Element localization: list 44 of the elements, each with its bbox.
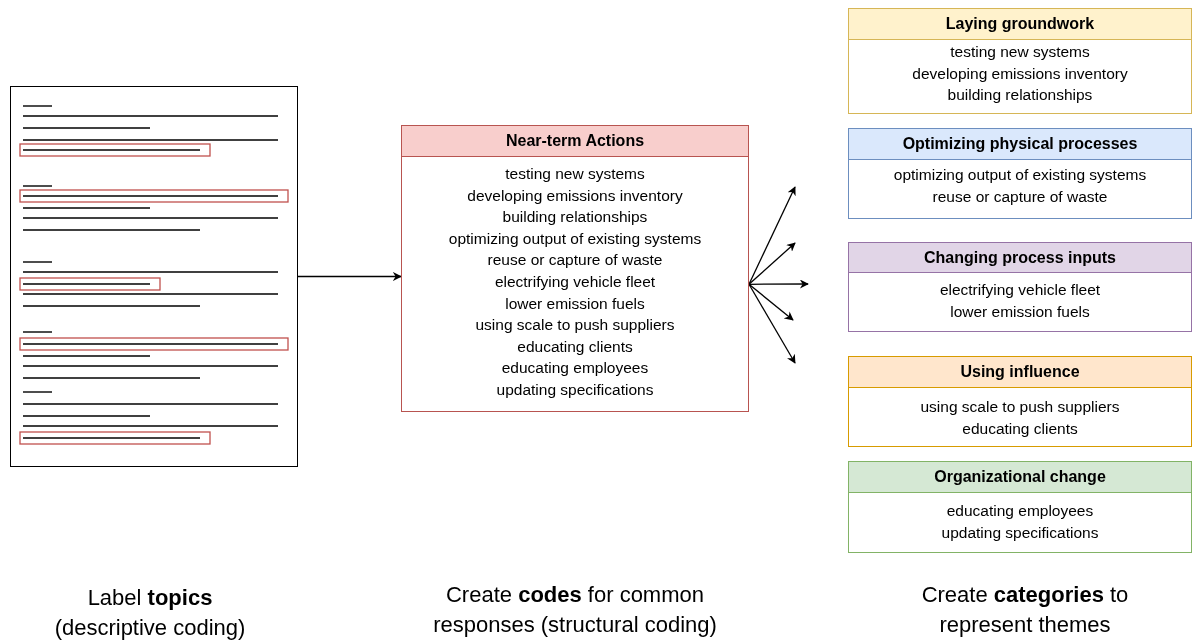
box-heading: Organizational change bbox=[849, 462, 1191, 493]
category-box bbox=[848, 8, 1192, 114]
list-item: lower emission fuels bbox=[505, 293, 645, 314]
codes-box bbox=[401, 125, 749, 412]
list-item: educating clients bbox=[962, 418, 1078, 439]
arrow bbox=[748, 242, 796, 285]
list-item: testing new systems bbox=[950, 42, 1090, 62]
category-box bbox=[848, 128, 1192, 219]
list-item: building relationships bbox=[502, 207, 648, 228]
list-item: educating employees bbox=[501, 358, 649, 379]
step-caption: Create categories to represent themes bbox=[920, 581, 1130, 639]
list-item: developing emissions inventory bbox=[912, 63, 1128, 84]
list-item: educating clients bbox=[517, 336, 633, 357]
arrow bbox=[297, 272, 402, 281]
list-item: testing new systems bbox=[505, 164, 645, 184]
list-item: optimizing output of existing systems bbox=[448, 228, 702, 249]
box-heading: Laying groundwork bbox=[849, 9, 1191, 40]
list-item: building relationships bbox=[947, 85, 1093, 106]
box-heading: Changing process inputs bbox=[849, 243, 1191, 273]
list-item: electrifying vehicle fleet bbox=[494, 271, 656, 292]
category-box bbox=[848, 461, 1192, 553]
list-item: developing emissions inventory bbox=[467, 185, 683, 206]
box-heading: Using influence bbox=[849, 357, 1191, 388]
arrow bbox=[748, 186, 796, 285]
arrow bbox=[748, 279, 809, 289]
list-item: reuse or capture of waste bbox=[932, 186, 1108, 207]
step-caption: Create codes for common responses (structural coding) bbox=[432, 581, 718, 639]
arrow bbox=[748, 283, 794, 321]
category-box bbox=[848, 356, 1192, 447]
step-caption: Label topics (descriptive coding) bbox=[53, 584, 247, 642]
list-item: updating specifications bbox=[941, 522, 1099, 543]
list-item: educating employees bbox=[946, 501, 1094, 521]
box-heading: Optimizing physical processes bbox=[849, 129, 1191, 160]
arrow bbox=[748, 283, 796, 364]
list-item: optimizing output of existing systems bbox=[893, 165, 1147, 185]
list-item: reuse or capture of waste bbox=[487, 250, 663, 271]
box-heading: Near-term Actions bbox=[402, 126, 748, 157]
list-item: lower emission fuels bbox=[950, 301, 1090, 322]
document-drawing bbox=[10, 86, 298, 467]
category-box bbox=[848, 242, 1192, 332]
list-item: updating specifications bbox=[496, 379, 654, 400]
list-item: electrifying vehicle fleet bbox=[939, 280, 1101, 300]
list-item: using scale to push suppliers bbox=[475, 315, 675, 336]
list-item: using scale to push suppliers bbox=[920, 397, 1120, 417]
